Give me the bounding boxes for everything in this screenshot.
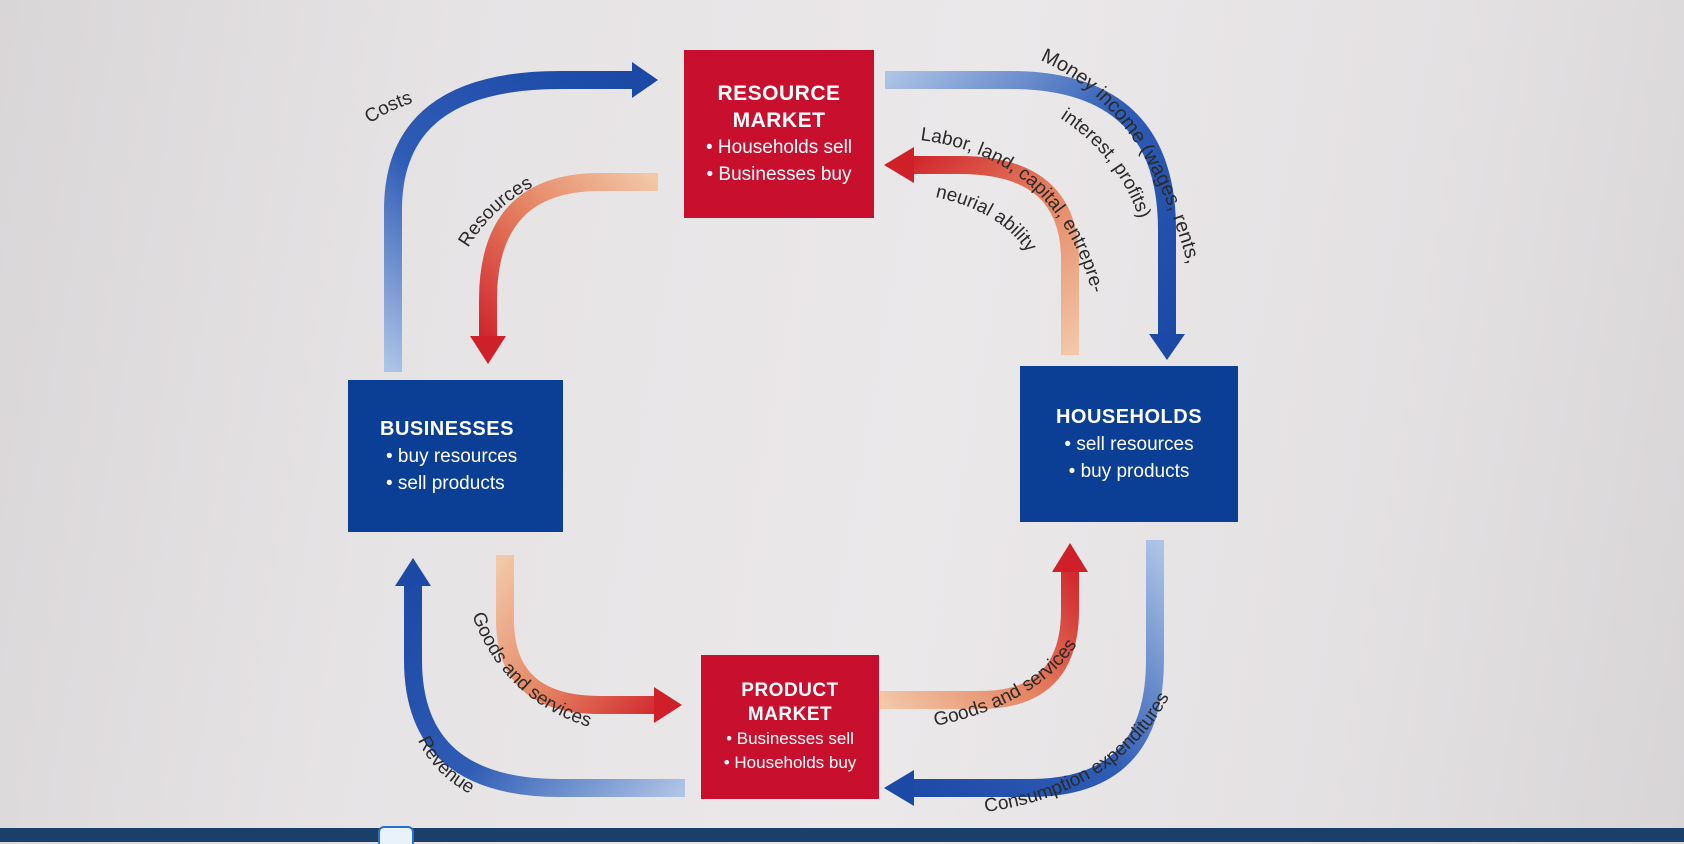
label-goods-left: Goods and services — [467, 609, 594, 731]
goods-to-households-arrow — [880, 543, 1088, 709]
product-market-bullet-2: • Households buy — [723, 753, 857, 772]
product-market-bullet-1: • Businesses sell — [726, 729, 854, 748]
document-icon[interactable] — [378, 826, 414, 844]
resource-market-title-2: MARKET — [732, 109, 826, 132]
label-labor-1: Labor, land, capital, entrepre- — [919, 124, 1107, 295]
costs-arrow — [384, 62, 658, 372]
consumption-arrow — [884, 540, 1164, 806]
arrow-head-icon — [1052, 543, 1088, 572]
arrow-head-icon — [654, 687, 682, 723]
resource-market-bullet-1: • Households sell — [705, 137, 853, 158]
product-market-title-1: PRODUCT — [741, 680, 839, 701]
revenue-arrow — [395, 558, 685, 797]
businesses-bullet-1: • buy resources — [386, 445, 518, 467]
businesses-box: BUSINESSES • buy resources • sell produc… — [348, 380, 563, 532]
label-costs: Costs — [361, 87, 415, 127]
households-bullet-2: • buy products — [1068, 460, 1190, 482]
businesses-title: BUSINESSES — [380, 417, 514, 440]
arrow-head-icon — [632, 62, 658, 98]
resources-arrow — [470, 173, 658, 364]
arrow-head-icon — [884, 147, 914, 183]
households-box: HOUSEHOLDS • sell resources • buy produc… — [1020, 366, 1238, 522]
money-income-arrow — [885, 71, 1185, 360]
resource-market-box: RESOURCE MARKET • Households sell • Busi… — [684, 50, 874, 218]
goods-to-market-arrow — [496, 555, 682, 723]
product-market-box: PRODUCT MARKET • Businesses sell • House… — [701, 655, 879, 799]
households-bullet-1: • sell resources — [1064, 433, 1194, 455]
labor-arrow — [884, 147, 1079, 355]
households-title: HOUSEHOLDS — [1055, 405, 1203, 428]
resource-market-bullet-2: • Businesses buy — [706, 164, 852, 185]
arrow-head-icon — [884, 770, 914, 806]
label-consumption: Consumption expenditures — [983, 689, 1174, 817]
product-market-title-2: MARKET — [747, 704, 833, 725]
arrow-head-icon — [395, 558, 431, 586]
businesses-bullet-2: • sell products — [386, 472, 505, 494]
resource-market-title-1: RESOURCE — [717, 82, 841, 105]
label-goods-right: Goods and services — [932, 635, 1082, 731]
arrow-head-icon — [1149, 334, 1185, 360]
label-labor-2: neurial ability — [934, 181, 1041, 256]
arrow-head-icon — [470, 336, 506, 364]
monitor-bottom-edge — [0, 828, 1684, 842]
